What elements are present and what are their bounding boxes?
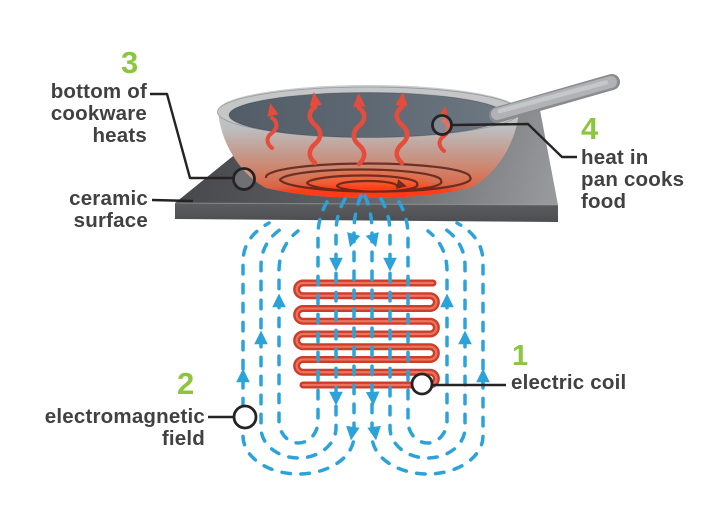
callout-circle-step1 bbox=[410, 372, 434, 396]
callout-circle-step4 bbox=[431, 114, 453, 136]
heat-wave-icon bbox=[351, 93, 367, 167]
field-line bbox=[379, 197, 467, 460]
step-3-label-line: cookware bbox=[50, 102, 147, 125]
eddy-current-spiral bbox=[264, 162, 472, 193]
field-line bbox=[277, 200, 329, 445]
step-2-label-line: electromagnetic bbox=[44, 405, 205, 428]
field-arrow-icons bbox=[236, 232, 490, 441]
callout-circle-step3 bbox=[232, 167, 256, 191]
step-4-label-line: heat in bbox=[581, 146, 649, 169]
step-4-number: 4 bbox=[581, 111, 599, 146]
step-3-label-line: heats bbox=[92, 124, 147, 147]
callout-line-ceramic bbox=[151, 198, 194, 203]
step-3-number: 3 bbox=[121, 45, 139, 80]
ceramic-surface-label: ceramic surface bbox=[17, 188, 148, 232]
ceramic-surface-label-line: surface bbox=[73, 209, 148, 232]
ceramic-surface-label-line: ceramic bbox=[69, 187, 148, 210]
pan-handle bbox=[489, 74, 620, 123]
step-2-label: electromagnetic field bbox=[15, 406, 205, 450]
step-2-label-line: field bbox=[161, 427, 205, 450]
step-4-label-line: pan cooks bbox=[581, 168, 685, 191]
callout-line-step4 bbox=[451, 122, 577, 159]
step-1-label-line: electric coil bbox=[511, 371, 627, 394]
induction-coil bbox=[293, 279, 440, 389]
callouts bbox=[150, 92, 577, 430]
field-line bbox=[259, 197, 347, 460]
callout-line-step3 bbox=[150, 92, 233, 180]
field-line bbox=[397, 200, 449, 445]
heat-wave-icon bbox=[394, 92, 410, 166]
step-2-number: 2 bbox=[177, 366, 195, 401]
step-1-number: 1 bbox=[512, 340, 529, 372]
heat-wave-icon bbox=[307, 92, 323, 166]
step-4-label: heat in pan cooks food bbox=[581, 147, 684, 213]
step-1-label: electric coil bbox=[511, 372, 626, 394]
heat-wave-icon bbox=[265, 103, 279, 150]
step-3-label-line: bottom of bbox=[50, 80, 147, 103]
step-3-label: bottom of cookware heats bbox=[17, 81, 147, 147]
callout-circle-step2 bbox=[232, 404, 258, 430]
magnetic-field-lines bbox=[236, 194, 490, 476]
step-4-label-line: food bbox=[581, 190, 627, 213]
